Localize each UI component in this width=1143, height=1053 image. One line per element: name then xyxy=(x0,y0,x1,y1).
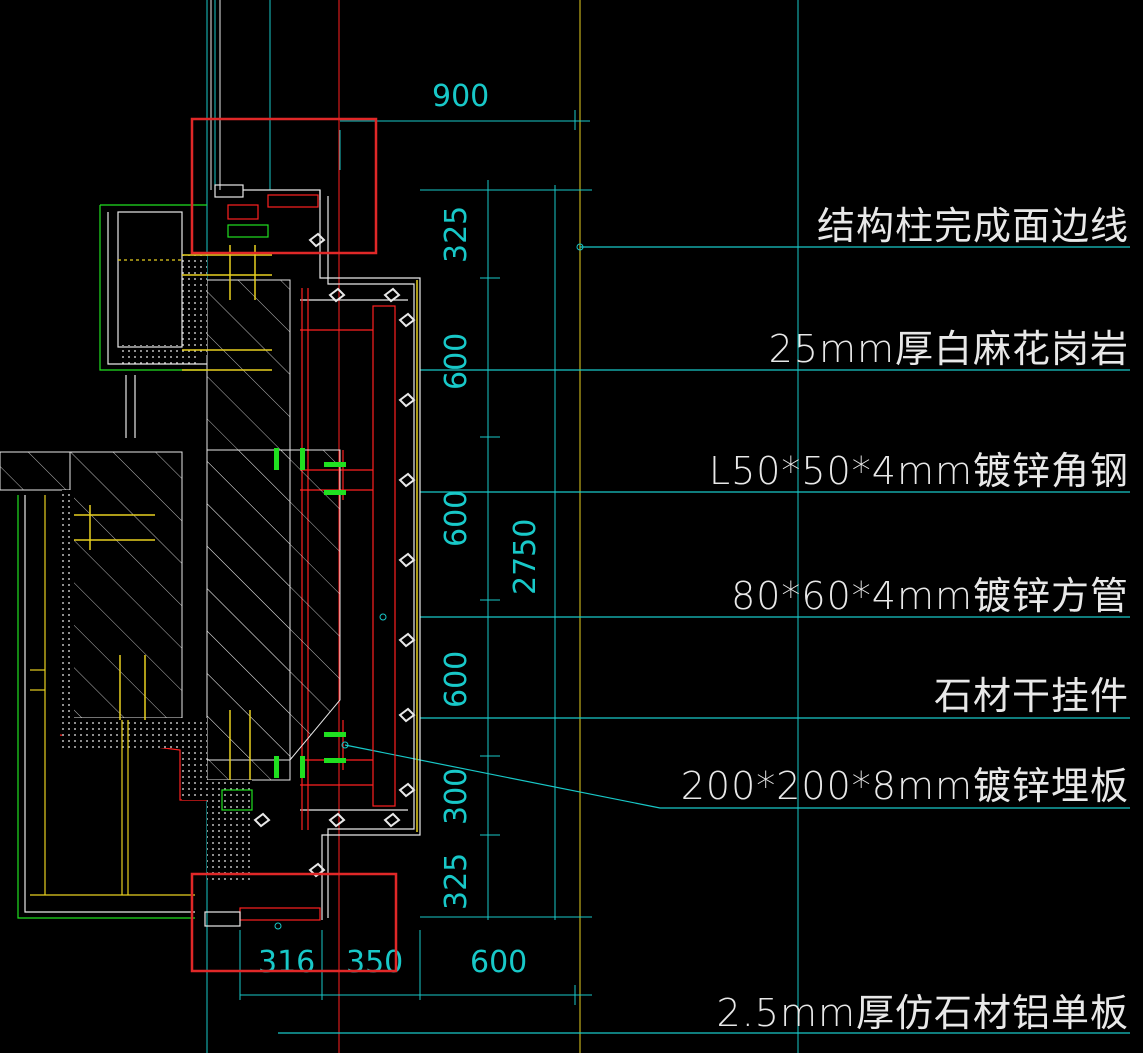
upper-soffit xyxy=(99,204,207,438)
concrete-column xyxy=(0,279,341,781)
bottom-panel-detail xyxy=(204,789,321,927)
label-embed-plate: 200*200*8mm镀锌埋板 xyxy=(680,764,1129,808)
dim-b2: 600 xyxy=(470,945,527,980)
dim-top: 900 xyxy=(432,79,489,114)
dimension-lines xyxy=(239,110,592,1005)
label-dry-hanger: 石材干挂件 xyxy=(933,674,1129,718)
markers xyxy=(274,243,584,930)
dry-hang-clips xyxy=(253,232,416,878)
dimension-texts: 900 325 600 600 2750 600 300 325 316 350… xyxy=(258,79,543,980)
label-aluminum-panel: 2.5mm厚仿石材铝单板 xyxy=(716,991,1129,1035)
label-column-edge: 结构柱完成面边线 xyxy=(816,204,1129,248)
highlight-top xyxy=(190,117,378,255)
label-granite: 25mm厚白麻花岗岩 xyxy=(768,327,1129,371)
dim-v0: 325 xyxy=(439,206,474,263)
label-angle-steel: L50*50*4mm镀锌角钢 xyxy=(708,449,1129,493)
dim-b0: 316 xyxy=(258,945,315,980)
stone-clips xyxy=(274,448,346,778)
dim-v2: 600 xyxy=(439,490,474,547)
stone-cladding xyxy=(300,190,421,920)
lower-ceiling xyxy=(17,495,195,919)
label-square-tube: 80*60*4mm镀锌方管 xyxy=(731,574,1129,618)
dim-total: 2750 xyxy=(508,519,543,595)
dim-v4: 300 xyxy=(439,768,474,825)
dim-b1: 350 xyxy=(346,945,403,980)
highlight-bottom xyxy=(190,872,398,973)
leader-lines xyxy=(278,246,1130,1034)
highlight-boxes xyxy=(190,117,398,973)
top-panel-detail xyxy=(214,184,321,238)
dim-v5: 325 xyxy=(439,853,474,910)
dim-v1: 600 xyxy=(439,333,474,390)
insulation xyxy=(62,255,252,880)
dim-v3: 600 xyxy=(439,651,474,708)
